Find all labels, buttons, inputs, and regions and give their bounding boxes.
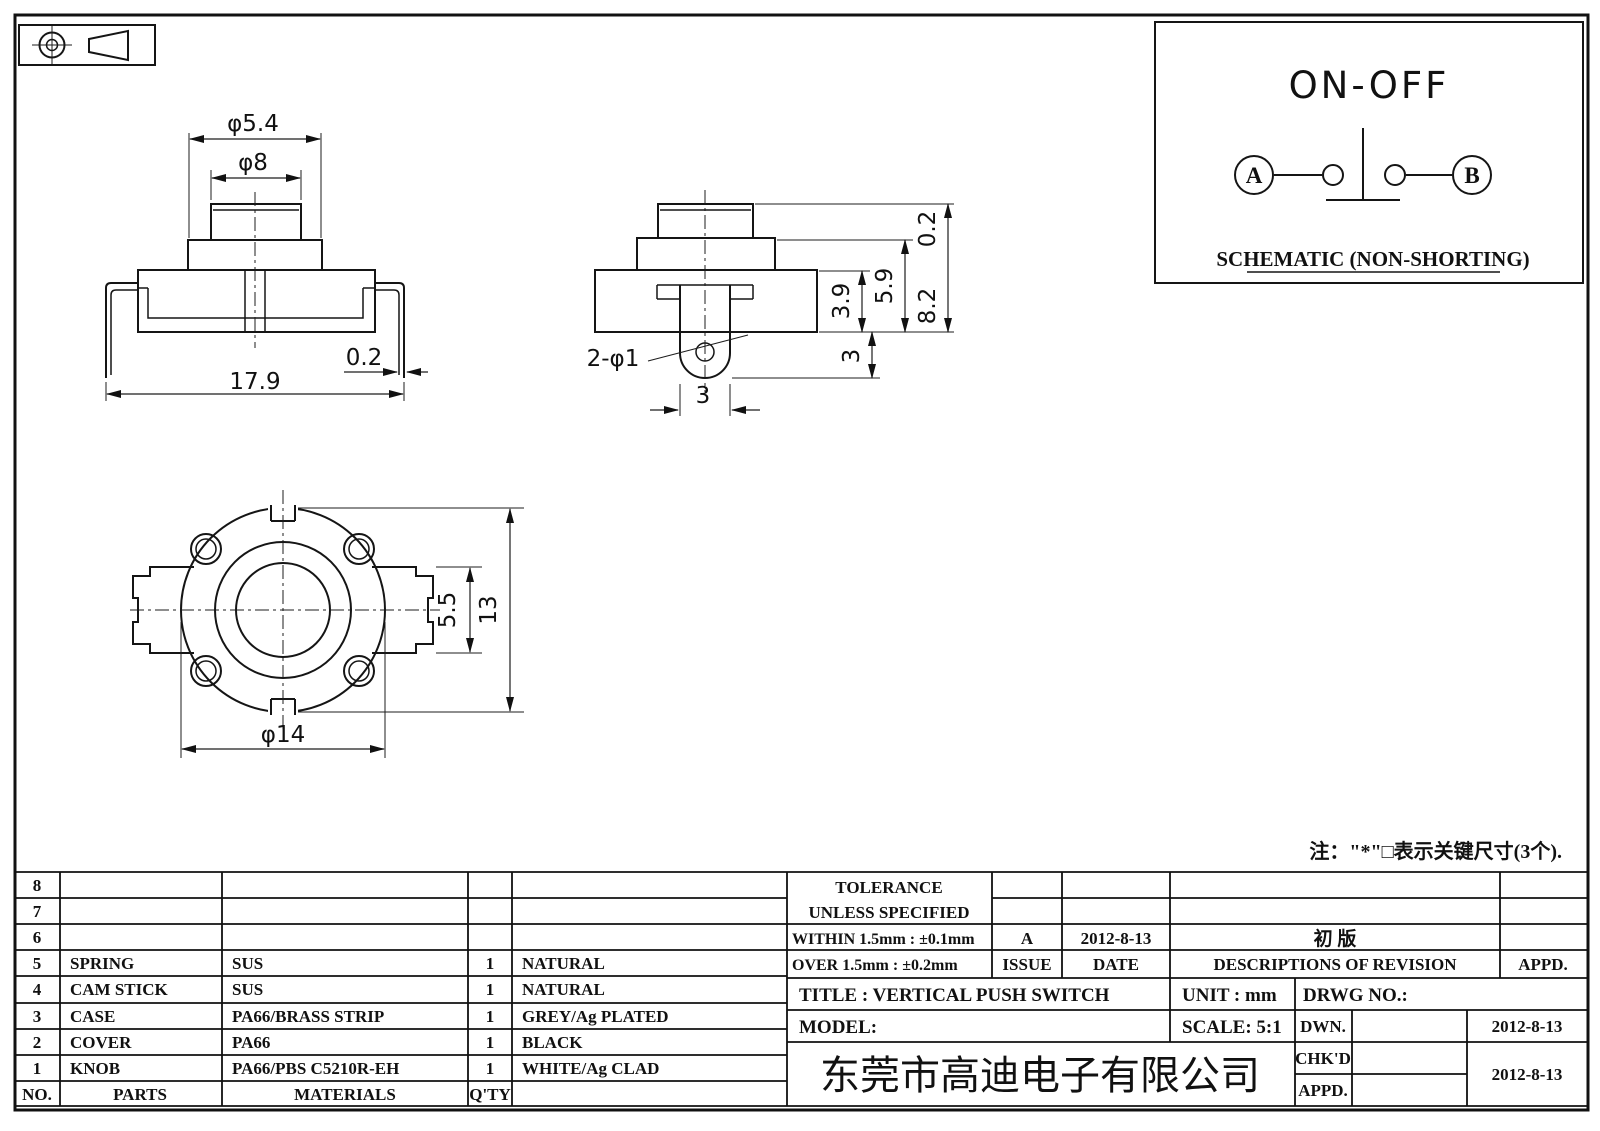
dim-side-lead-holes: 2-φ1 <box>587 346 640 372</box>
part-name: CASE <box>70 1007 115 1026</box>
side-view: 2-φ1 3 3.9 5.9 0.2 8.2 3 <box>587 190 954 416</box>
tolerance-line1: TOLERANCE <box>835 878 942 897</box>
part-color: NATURAL <box>522 980 605 999</box>
part-name: KNOB <box>70 1059 120 1078</box>
parts-table: 8 7 6 5 SPRING SUS 1 NATURAL 4 CAM STICK… <box>22 876 668 1104</box>
dim-side-tab-length: 3 <box>839 349 865 364</box>
part-no: 8 <box>33 876 42 895</box>
appd-sign-label: APPD. <box>1298 1081 1348 1100</box>
header-parts: PARTS <box>113 1085 167 1104</box>
part-no: 4 <box>33 980 42 999</box>
part-no: 5 <box>33 954 42 973</box>
model-label: MODEL: <box>799 1017 877 1038</box>
schematic-mode-label: ON-OFF <box>1289 64 1450 107</box>
unit-label: UNIT : mm <box>1182 985 1277 1006</box>
part-color: GREY/Ag PLATED <box>522 1007 669 1026</box>
schematic-caption: SCHEMATIC (NON-SHORTING) <box>1216 247 1529 271</box>
dim-side-total-height: 8.2 <box>915 288 941 325</box>
terminal-a-label: A <box>1246 163 1263 188</box>
right-tab <box>372 566 434 654</box>
part-no: 1 <box>33 1059 42 1078</box>
part-no: 7 <box>33 902 42 921</box>
dwn-date: 2012-8-13 <box>1492 1017 1563 1036</box>
dim-side-upper-height: 5.9 <box>872 268 898 305</box>
appd-column-label: APPD. <box>1518 955 1568 974</box>
tolerance-line2: UNLESS SPECIFIED <box>808 903 969 922</box>
issue-value: A <box>1021 929 1034 948</box>
part-no: 3 <box>33 1007 42 1026</box>
contact-left-icon <box>1322 164 1344 186</box>
issue-label: ISSUE <box>1002 955 1051 974</box>
date-label: DATE <box>1093 955 1139 974</box>
dim-bottom-across-flats: 13 <box>476 595 502 624</box>
company-name: 东莞市高迪电子有限公司 <box>820 1053 1260 1098</box>
part-color: WHITE/Ag CLAD <box>522 1059 659 1078</box>
part-name: CAM STICK <box>70 980 169 999</box>
title-block: TOLERANCE UNLESS SPECIFIED WITHIN 1.5mm … <box>792 878 1568 1100</box>
part-qty: 1 <box>486 1059 495 1078</box>
chkd-label: CHK'D <box>1295 1049 1351 1068</box>
part-no: 6 <box>33 928 42 947</box>
projection-cone-icon <box>88 29 129 62</box>
part-qty: 1 <box>486 954 495 973</box>
header-qty: Q'TY <box>469 1085 511 1104</box>
part-color: NATURAL <box>522 954 605 973</box>
dim-side-knob-lip: 0.2 <box>915 211 941 248</box>
dim-bottom-diameter: φ14 <box>261 722 305 748</box>
part-qty: 1 <box>486 1033 495 1052</box>
drawing-frame <box>13 13 1590 1112</box>
drwg-no-label: DRWG NO.: <box>1303 985 1408 1006</box>
dim-side-case-height: 3.9 <box>829 283 855 320</box>
contact-right-icon <box>1384 164 1406 186</box>
dim-bottom-tab-span: 5.5 <box>435 592 461 629</box>
part-name: SPRING <box>70 954 134 973</box>
part-material: SUS <box>232 980 263 999</box>
part-qty: 1 <box>486 980 495 999</box>
front-view: φ5.4 φ8 17.9 0.2 <box>105 111 428 401</box>
header-no: NO. <box>22 1085 52 1104</box>
terminal-b-circle <box>1452 155 1492 195</box>
drawing-title: TITLE : VERTICAL PUSH SWITCH <box>799 985 1110 1006</box>
table-grid <box>15 871 1588 1107</box>
scale-label: SCALE: 5:1 <box>1182 1017 1282 1038</box>
dim-side-tab-width: 3 <box>696 383 711 409</box>
dim-front-width: 17.9 <box>229 369 280 395</box>
part-color: BLACK <box>522 1033 583 1052</box>
schematic-box: ON-OFF A B SCHEMATIC (NON-SHORTING) <box>1154 21 1584 284</box>
tolerance-within: WITHIN 1.5mm : ±0.1mm <box>792 931 975 948</box>
revision-label: DESCRIPTIONS OF REVISION <box>1213 955 1457 974</box>
header-materials: MATERIALS <box>294 1085 396 1104</box>
revision-value: 初 版 <box>1314 927 1357 950</box>
dim-front-dia-knob: φ8 <box>238 150 268 176</box>
terminal-a-circle <box>1234 155 1274 195</box>
tolerance-over: OVER 1.5mm : ±0.2mm <box>792 957 958 974</box>
terminal-b-label: B <box>1464 163 1479 188</box>
part-name: COVER <box>70 1033 132 1052</box>
part-material: PA66/PBS C5210R-EH <box>232 1059 399 1078</box>
part-material: PA66/BRASS STRIP <box>232 1007 384 1026</box>
dim-front-dia-step: φ5.4 <box>227 111 279 137</box>
part-material: PA66 <box>232 1033 270 1052</box>
projection-symbol <box>18 24 156 66</box>
bottom-view: 5.5 13 φ14 <box>130 490 524 758</box>
part-material: SUS <box>232 954 263 973</box>
part-no: 2 <box>33 1033 42 1052</box>
dim-front-lead-thickness: 0.2 <box>346 345 383 371</box>
dwn-label: DWN. <box>1300 1017 1346 1036</box>
key-dimension-note: 注："*"□表示关键尺寸(3个). <box>1309 839 1562 863</box>
part-qty: 1 <box>486 1007 495 1026</box>
revision-date-value: 2012-8-13 <box>1081 929 1152 948</box>
chkd-date: 2012-8-13 <box>1492 1065 1563 1084</box>
